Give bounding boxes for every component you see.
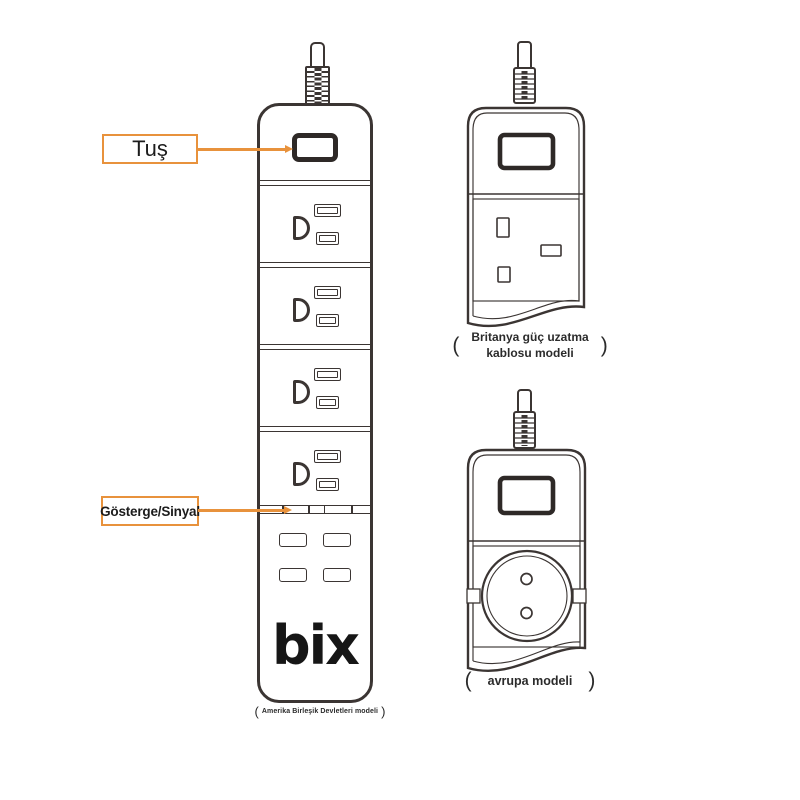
paren-open: ( [452, 333, 460, 357]
indicator-tick [323, 506, 326, 513]
section-divider [260, 180, 370, 186]
strain-relief-ribs [514, 71, 535, 101]
us-power-cord [310, 42, 325, 71]
paren-close: ) [600, 333, 608, 357]
eu-side-notch-right [572, 588, 587, 604]
uk-socket-slot-right [540, 244, 562, 257]
us-outlet-1 [260, 186, 370, 262]
outlet-slot-neutral [314, 450, 341, 463]
outlet-slot-hot [316, 314, 339, 327]
ground-hole-icon [293, 462, 310, 486]
key-callout-box: Tuş [102, 134, 198, 164]
indicator-callout-arrowhead-icon [284, 506, 292, 514]
indicator-tick [308, 506, 310, 513]
caption-line-1: Britanya güç uzatma [471, 330, 589, 344]
us-outlet-3 [260, 350, 370, 426]
slot-inner [317, 289, 338, 296]
usb-port-2 [323, 533, 351, 547]
eu-body-inner-line [472, 454, 581, 665]
usb-port-3 [279, 568, 307, 582]
uk-socket-slot-bottom [497, 266, 511, 283]
eu-power-switch [497, 475, 556, 516]
bix-logo: bix [272, 614, 360, 677]
outlet-slot-neutral [314, 368, 341, 381]
uk-body-inner-line [472, 112, 580, 320]
usb-port-1 [279, 533, 307, 547]
slot-inner [319, 235, 336, 242]
strain-relief-center [314, 68, 321, 107]
eu-model-caption: ( avrupa modeli ) [440, 669, 620, 693]
eu-side-notch-left [466, 588, 481, 604]
slot-inner [319, 481, 336, 488]
ground-hole-icon [293, 216, 310, 240]
section-divider [260, 426, 370, 432]
caption-text: Amerika Birleşik Devletleri modeli [261, 707, 379, 715]
indicator-callout-label: Gösterge/Sinyal [100, 503, 200, 519]
uk-socket-panel [472, 198, 580, 302]
strain-relief-ribs [514, 415, 535, 446]
ground-hole-icon [293, 380, 310, 404]
indicator-tick [351, 506, 353, 513]
ground-hole-icon [293, 298, 310, 322]
outlet-slot-hot [316, 232, 339, 245]
caption-text: Britanya güç uzatma kablosu modeli [471, 330, 588, 361]
paren-open: ( [254, 704, 259, 719]
indicator-callout-box: Gösterge/Sinyal [100, 496, 200, 526]
eu-pin-hole-top [520, 572, 533, 586]
eu-socket-inner-circle [486, 555, 568, 637]
us-model-caption: ( Amerika Birleşik Devletleri modeli ) [248, 704, 392, 719]
us-outlet-4 [260, 432, 370, 508]
eu-pin-hole-bottom [520, 606, 533, 620]
slot-inner [317, 207, 338, 214]
section-divider [260, 262, 370, 268]
power-switch [292, 133, 338, 162]
uk-model-figure [466, 41, 586, 328]
slot-inner [317, 453, 338, 460]
slot-inner [319, 317, 336, 324]
outlet-slot-neutral [314, 286, 341, 299]
section-divider [260, 344, 370, 350]
key-callout-line [197, 148, 285, 151]
paren-open: ( [464, 669, 472, 692]
eu-model-figure [466, 389, 587, 673]
outlet-slot-hot [316, 396, 339, 409]
slot-inner [317, 371, 338, 378]
paren-close: ) [588, 669, 596, 692]
paren-close: ) [381, 704, 386, 719]
us-outlet-2 [260, 268, 370, 344]
indicator-callout-line [198, 509, 284, 512]
usb-port-4 [323, 568, 351, 582]
outlet-slot-hot [316, 478, 339, 491]
us-cord-strain-relief [305, 66, 330, 109]
uk-power-cord [517, 41, 532, 71]
uk-model-caption: ( Britanya güç uzatma kablosu modeli ) [440, 330, 620, 361]
uk-power-switch [497, 132, 556, 171]
key-callout-label: Tuş [132, 136, 168, 161]
outlet-slot-neutral [314, 204, 341, 217]
caption-text: avrupa modeli [487, 673, 573, 688]
key-callout-arrowhead-icon [285, 145, 293, 153]
caption-line-2: kablosu modeli [486, 345, 574, 360]
eu-socket-outer-circle [480, 549, 574, 643]
slot-inner [319, 399, 336, 406]
uk-socket-slot-top [496, 217, 510, 238]
power-strip-body: bix [257, 103, 373, 703]
eu-power-cord [517, 389, 532, 415]
